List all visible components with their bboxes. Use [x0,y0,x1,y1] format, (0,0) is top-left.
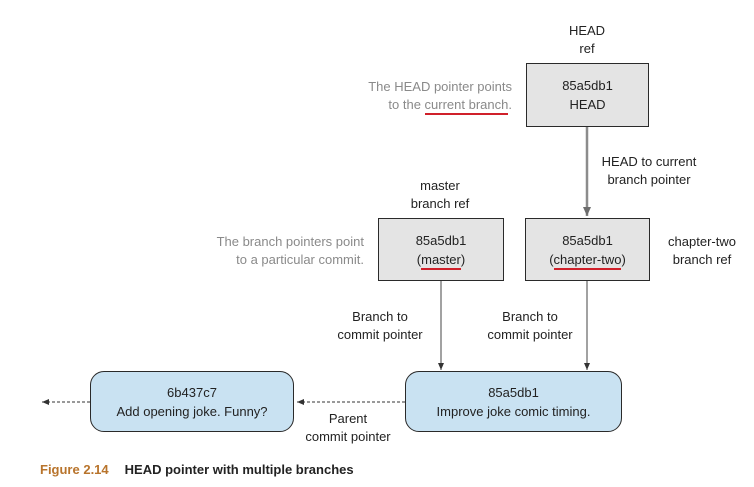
head-ref-hash: 85a5db1 [562,78,613,93]
commit-parent-message: Add opening joke. Funny? [116,403,268,419]
commit-current: 85a5db1 Improve joke comic timing. [405,371,622,432]
chapter-two-name: chapter-two [553,251,622,270]
head-arrow-label: HEAD to current branch pointer [601,154,697,187]
commit-current-message: Improve joke comic timing. [436,403,591,419]
branch-pointer-note: The branch pointers point to a particula… [216,234,364,267]
head-ref-name: HEAD [569,97,606,112]
chapter-two-ref-box: 85a5db1 (chapter-two) [525,218,650,281]
chapter-two-arrow-label: Branch to commit pointer [487,309,573,342]
master-arrow-label: Branch to commit pointer [337,309,423,342]
commit-parent: 6b437c7 Add opening joke. Funny? [90,371,294,432]
chapter-two-ref-label: chapter-two branch ref [668,234,736,267]
master-name: master [421,251,461,270]
head-pointer-note: The HEAD pointer points to the current b… [352,78,512,115]
chapter-two-ref-hash: 85a5db1 [562,232,613,248]
master-ref-hash: 85a5db1 [415,232,467,248]
master-ref-box: 85a5db1 (master) [378,218,504,281]
commit-parent-hash: 6b437c7 [167,384,217,400]
current-branch-underline: current branch [424,97,509,115]
head-ref-label: HEAD ref [568,23,606,56]
head-ref-box: 85a5db1 HEAD [526,63,649,127]
master-ref-label: master branch ref [410,178,470,211]
commit-current-hash: 85a5db1 [488,384,539,400]
figure-title: HEAD pointer with multiple branches [124,462,354,477]
figure-caption: Figure 2.14 HEAD pointer with multiple br… [40,462,354,478]
figure-number: Figure 2.14 [40,462,109,477]
parent-arrow-label: Parent commit pointer [305,411,391,444]
